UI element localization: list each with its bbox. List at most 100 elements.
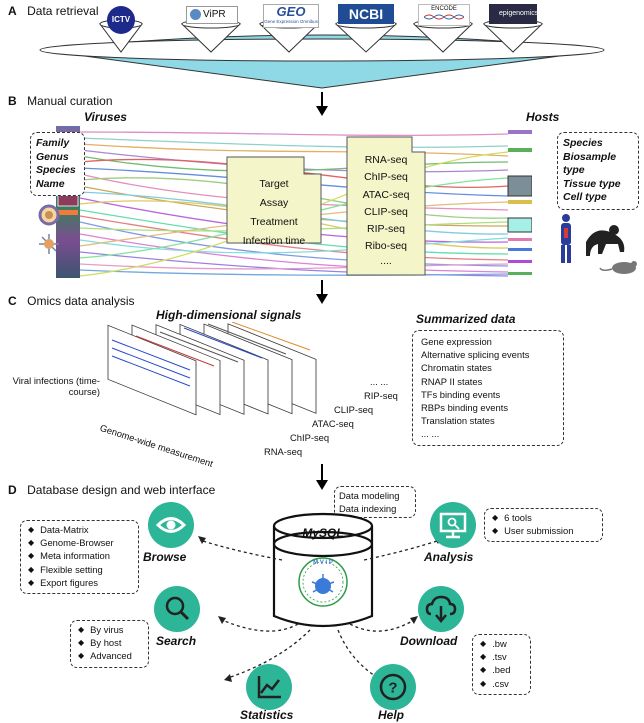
summary-item: ... ... (421, 428, 440, 440)
host-attr: Cell type (563, 191, 607, 203)
section-d-heading: D Database design and web interface (8, 481, 215, 499)
summary-item: Translation states (421, 415, 495, 427)
arrow-down-icon (316, 464, 328, 490)
host-attributes-box: Species Biosample type Tissue type Cell … (557, 132, 639, 210)
ncbi-logo: NCBI (338, 4, 394, 24)
download-format: .tsv (480, 651, 526, 664)
browse-feature: Export figures (28, 577, 134, 590)
arrow-down-icon (316, 92, 328, 116)
download-label[interactable]: Download (400, 634, 458, 648)
browse-feature: Genome-Browser (28, 537, 134, 550)
assay-item: RNA-seq (364, 154, 408, 166)
vipr-logo: ViPR (186, 6, 238, 24)
meta-field: Assay (259, 197, 289, 209)
assay-item: .... (380, 254, 392, 267)
stack-label-more: ... ... (370, 376, 389, 387)
encode-logo: ENCODE (418, 4, 470, 26)
download-format: .csv (480, 678, 526, 691)
help-button[interactable]: ? (370, 664, 416, 710)
assay-item: Ribo-seq (364, 240, 408, 253)
meta-field: Treatment (250, 216, 298, 228)
assay-item: CLIP-seq (364, 205, 408, 218)
stack-label-rna: RNA-seq (264, 446, 303, 457)
stack-label-rip: RIP-seq (364, 390, 398, 401)
download-format: .bw (480, 638, 526, 651)
download-formats-box: .bw .tsv .bed .csv (472, 634, 531, 695)
virus-attributes-box: Family Genus Species Name (30, 132, 85, 196)
section-title: Omics data analysis (27, 294, 135, 308)
section-letter: B (8, 94, 17, 108)
browse-feature: Meta information (28, 550, 134, 563)
virus-attr: Name (36, 177, 65, 190)
analysis-feature: User submission (492, 525, 598, 538)
search-label[interactable]: Search (156, 634, 197, 648)
section-title: Manual curation (27, 94, 113, 108)
search-features-box: By virus By host Advanced (70, 620, 149, 668)
analysis-feature: 6 tools (492, 512, 598, 525)
summary-item: RNAP II states (421, 375, 483, 387)
modeling-item: Data indexing (339, 503, 397, 515)
viruses-heading: Viruses (84, 110, 127, 124)
host-attr: Biosample type (563, 150, 617, 177)
statistics-label[interactable]: Statistics (240, 708, 294, 722)
virus-attr: Genus (36, 150, 69, 163)
browse-features-box: Data-Matrix Genome-Browser Meta informat… (20, 520, 139, 595)
ictv-logo: ICTV (107, 6, 135, 34)
data-retrieval-funnel (39, 19, 605, 89)
stack-label-clip: CLIP-seq (334, 404, 374, 415)
assay-item: RIP-seq (367, 223, 405, 236)
search-button[interactable] (154, 586, 200, 632)
host-attr: Tissue type (563, 177, 621, 190)
section-c-heading: C Omics data analysis (8, 292, 135, 310)
summary-title: Summarized data (416, 312, 516, 326)
epigenomics-logo: epigenomics (489, 4, 538, 24)
browse-button[interactable] (148, 502, 194, 548)
section-title: Database design and web interface (27, 483, 216, 497)
svg-text:?: ? (388, 680, 397, 697)
mvip-logo-text: M V I P (313, 560, 333, 566)
statistics-button[interactable] (246, 664, 292, 710)
meta-field: Target (259, 178, 289, 190)
line-chart-icon (257, 676, 281, 699)
cloud-download-icon (425, 595, 457, 623)
help-label[interactable]: Help (378, 708, 405, 722)
virus-icon (38, 204, 60, 254)
virus-attr: Species (36, 164, 76, 176)
mysql-label: MySQL (302, 526, 344, 540)
browse-feature: Flexible setting (28, 564, 134, 577)
signal-stack (107, 322, 317, 416)
section-b-heading: B Manual curation (8, 92, 113, 110)
browse-feature: Data-Matrix (28, 524, 134, 537)
stack-label-atac: ATAC-seq (312, 418, 354, 429)
section-letter: C (8, 294, 17, 308)
meta-field: Infection time (242, 235, 306, 247)
analysis-monitor-icon (439, 512, 467, 539)
download-button[interactable] (418, 586, 464, 632)
summary-item: Gene expression (421, 336, 492, 347)
signals-title: High-dimensional signals (156, 308, 302, 322)
summary-item: RBPs binding events (421, 402, 509, 414)
search-icon (165, 596, 190, 621)
modeling-box: Data modeling Data indexing (334, 486, 416, 519)
host-attr: Species (563, 137, 603, 149)
analysis-label[interactable]: Analysis (424, 550, 474, 564)
stack-label-chip: ChIP-seq (290, 432, 330, 443)
arrow-down-icon (316, 280, 328, 304)
modeling-item: Data modeling (339, 490, 400, 501)
hosts-heading: Hosts (526, 110, 560, 124)
assay-item: ATAC-seq (362, 188, 410, 201)
meta-fields-box: Target Assay Treatment Infection time (226, 175, 322, 251)
geo-logo: GEO Gene Expression Omnibus (263, 4, 319, 28)
summary-item: Alternative splicing events (421, 349, 530, 361)
download-format: .bed (480, 664, 526, 677)
eye-icon (155, 517, 187, 533)
assay-box-shape (346, 136, 426, 276)
browse-label[interactable]: Browse (143, 550, 187, 564)
analysis-button[interactable] (430, 502, 476, 548)
viral-infections-label: Viral infections (time-course) (12, 375, 100, 397)
host-organisms-icon (561, 214, 637, 274)
mysql-database-icon (272, 512, 374, 628)
section-a-heading: A Data retrieval (8, 2, 99, 20)
summary-item: TFs binding events (421, 388, 501, 400)
help-icon: ? (379, 673, 407, 701)
